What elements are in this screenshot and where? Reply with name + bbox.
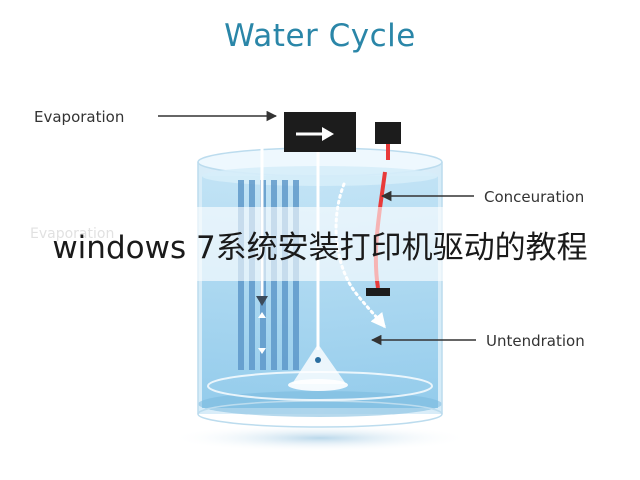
evaporation-label: Evaporation <box>34 108 125 126</box>
water-surface <box>202 166 438 186</box>
caption-banner <box>0 207 640 281</box>
down-arrow-icon <box>256 296 268 306</box>
double-arrow-icon <box>258 312 266 354</box>
tank-shadow <box>170 424 470 452</box>
evaporation-box <box>284 112 356 152</box>
diagram-title: Water Cycle <box>224 18 416 54</box>
caption-text: windows 7系统安装打印机驱动的教程 <box>52 230 588 266</box>
untendration-label: Untendration <box>486 332 585 350</box>
fountain <box>288 344 348 391</box>
conceuration-label: Conceuration <box>484 188 585 206</box>
